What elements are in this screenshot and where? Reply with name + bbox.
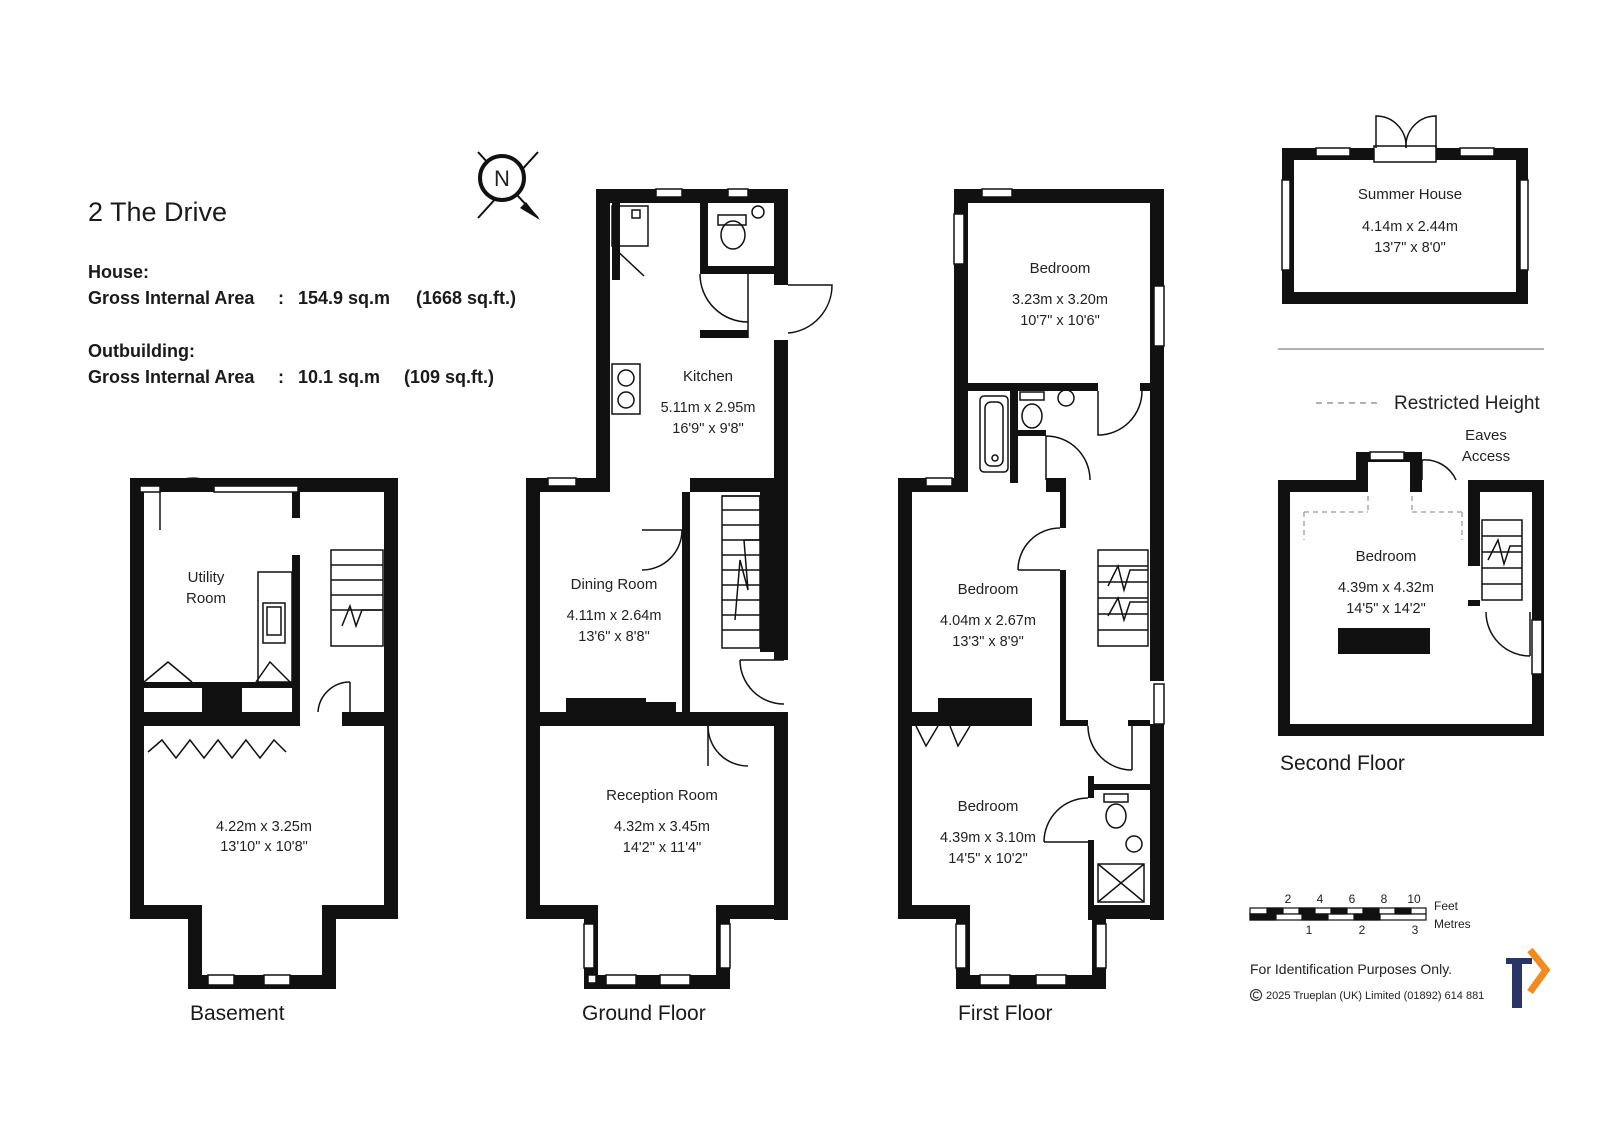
page-title: 2 The Drive bbox=[88, 197, 228, 227]
trueplan-logo-icon bbox=[1506, 947, 1551, 1008]
reception-room-metric: 4.32m x 3.45m bbox=[614, 819, 710, 835]
summer-house-name: Summer House bbox=[1358, 186, 1462, 203]
ground-floor-label: Ground Floor bbox=[582, 1002, 706, 1025]
copyright-text: 2025 Trueplan (UK) Limited (01892) 614 8… bbox=[1266, 990, 1484, 1002]
first-bedroom1-name: Bedroom bbox=[1030, 260, 1091, 277]
basement-main-metric: 4.22m x 3.25m bbox=[216, 819, 312, 835]
dining-room-name: Dining Room bbox=[571, 576, 658, 593]
scale-metre-tick-2: 3 bbox=[1412, 923, 1419, 937]
scale-feet-tick-4: 10 bbox=[1407, 892, 1421, 906]
eaves-access-label-2: Access bbox=[1462, 448, 1510, 465]
dining-room-metric: 4.11m x 2.64m bbox=[567, 608, 662, 624]
compass-letter: N bbox=[494, 166, 510, 191]
outbuilding-area-label: Gross Internal Area bbox=[88, 367, 255, 387]
house-area-label: Gross Internal Area bbox=[88, 288, 255, 308]
utility-room-name-2: Room bbox=[186, 590, 226, 607]
scale-feet-tick-1: 4 bbox=[1317, 892, 1324, 906]
kitchen-metric: 5.11m x 2.95m bbox=[661, 400, 756, 416]
eaves-access-label-1: Eaves bbox=[1465, 427, 1507, 444]
summer-house-imperial: 13'7" x 8'0" bbox=[1374, 240, 1445, 256]
scale-feet-tick-2: 6 bbox=[1349, 892, 1356, 906]
reception-room-name: Reception Room bbox=[606, 787, 718, 804]
compass-icon: N bbox=[477, 151, 540, 220]
second-bedroom-metric: 4.39m x 4.32m bbox=[1338, 580, 1434, 596]
kitchen-imperial: 16'9" x 9'8" bbox=[672, 421, 743, 437]
first-bedroom3-metric: 4.39m x 3.10m bbox=[940, 830, 1036, 846]
scale-metre-tick-1: 2 bbox=[1359, 923, 1366, 937]
first-floor-label: First Floor bbox=[958, 1002, 1053, 1025]
utility-room-name-1: Utility bbox=[188, 569, 225, 586]
scale-metres-label: Metres bbox=[1434, 917, 1471, 931]
reception-room-imperial: 14'2" x 11'4" bbox=[623, 840, 701, 856]
identification-notice: For Identification Purposes Only. bbox=[1250, 961, 1452, 977]
first-bedroom1-imperial: 10'7" x 10'6" bbox=[1020, 313, 1100, 329]
house-area-sep: : bbox=[278, 288, 284, 308]
kitchen-name: Kitchen bbox=[683, 368, 733, 385]
first-bedroom2-imperial: 13'3" x 8'9" bbox=[952, 634, 1023, 650]
scale-feet-label: Feet bbox=[1434, 899, 1459, 913]
outbuilding-heading: Outbuilding: bbox=[88, 341, 195, 361]
summer-house-fixtures bbox=[1281, 115, 1529, 271]
first-bedroom1-metric: 3.23m x 3.20m bbox=[1012, 292, 1108, 308]
second-floor-fixtures bbox=[1303, 451, 1543, 675]
second-bedroom-imperial: 14'5" x 14'2" bbox=[1346, 601, 1426, 617]
outbuilding-area-sep: : bbox=[278, 367, 284, 387]
first-bedroom2-name: Bedroom bbox=[958, 581, 1019, 598]
scale-feet-tick-3: 8 bbox=[1381, 892, 1388, 906]
summer-house-metric: 4.14m x 2.44m bbox=[1362, 219, 1458, 235]
outbuilding-area-sqm: 10.1 sq.m bbox=[298, 367, 381, 387]
house-area-sqft: (1668 sq.ft.) bbox=[416, 288, 517, 308]
first-floor-fixtures bbox=[915, 188, 1165, 986]
scale-metre-tick-0: 1 bbox=[1306, 923, 1313, 937]
second-floor-label: Second Floor bbox=[1280, 752, 1405, 775]
basement-main-imperial: 13'10" x 10'8" bbox=[220, 839, 308, 855]
house-heading: House: bbox=[88, 262, 150, 282]
house-area-sqm: 154.9 sq.m bbox=[298, 288, 391, 308]
first-bedroom3-name: Bedroom bbox=[958, 798, 1019, 815]
scale-feet-tick-0: 2 bbox=[1285, 892, 1292, 906]
outbuilding-area-sqft: (109 sq.ft.) bbox=[404, 367, 495, 387]
dining-room-imperial: 13'6" x 8'8" bbox=[578, 629, 649, 645]
basement-fixtures bbox=[139, 477, 384, 986]
second-bedroom-name: Bedroom bbox=[1356, 548, 1417, 565]
second-floor-chimney-breast bbox=[1338, 628, 1430, 654]
basement-label: Basement bbox=[190, 1002, 285, 1025]
first-bedroom3-imperial: 14'5" x 10'2" bbox=[948, 851, 1028, 867]
ground-floor-fixtures bbox=[547, 188, 833, 986]
first-bedroom2-metric: 4.04m x 2.67m bbox=[940, 613, 1036, 629]
restricted-height-label: Restricted Height bbox=[1394, 393, 1540, 414]
basement-plan bbox=[130, 478, 398, 989]
copyright-icon bbox=[1250, 989, 1262, 1001]
scale-bar bbox=[1249, 907, 1427, 921]
